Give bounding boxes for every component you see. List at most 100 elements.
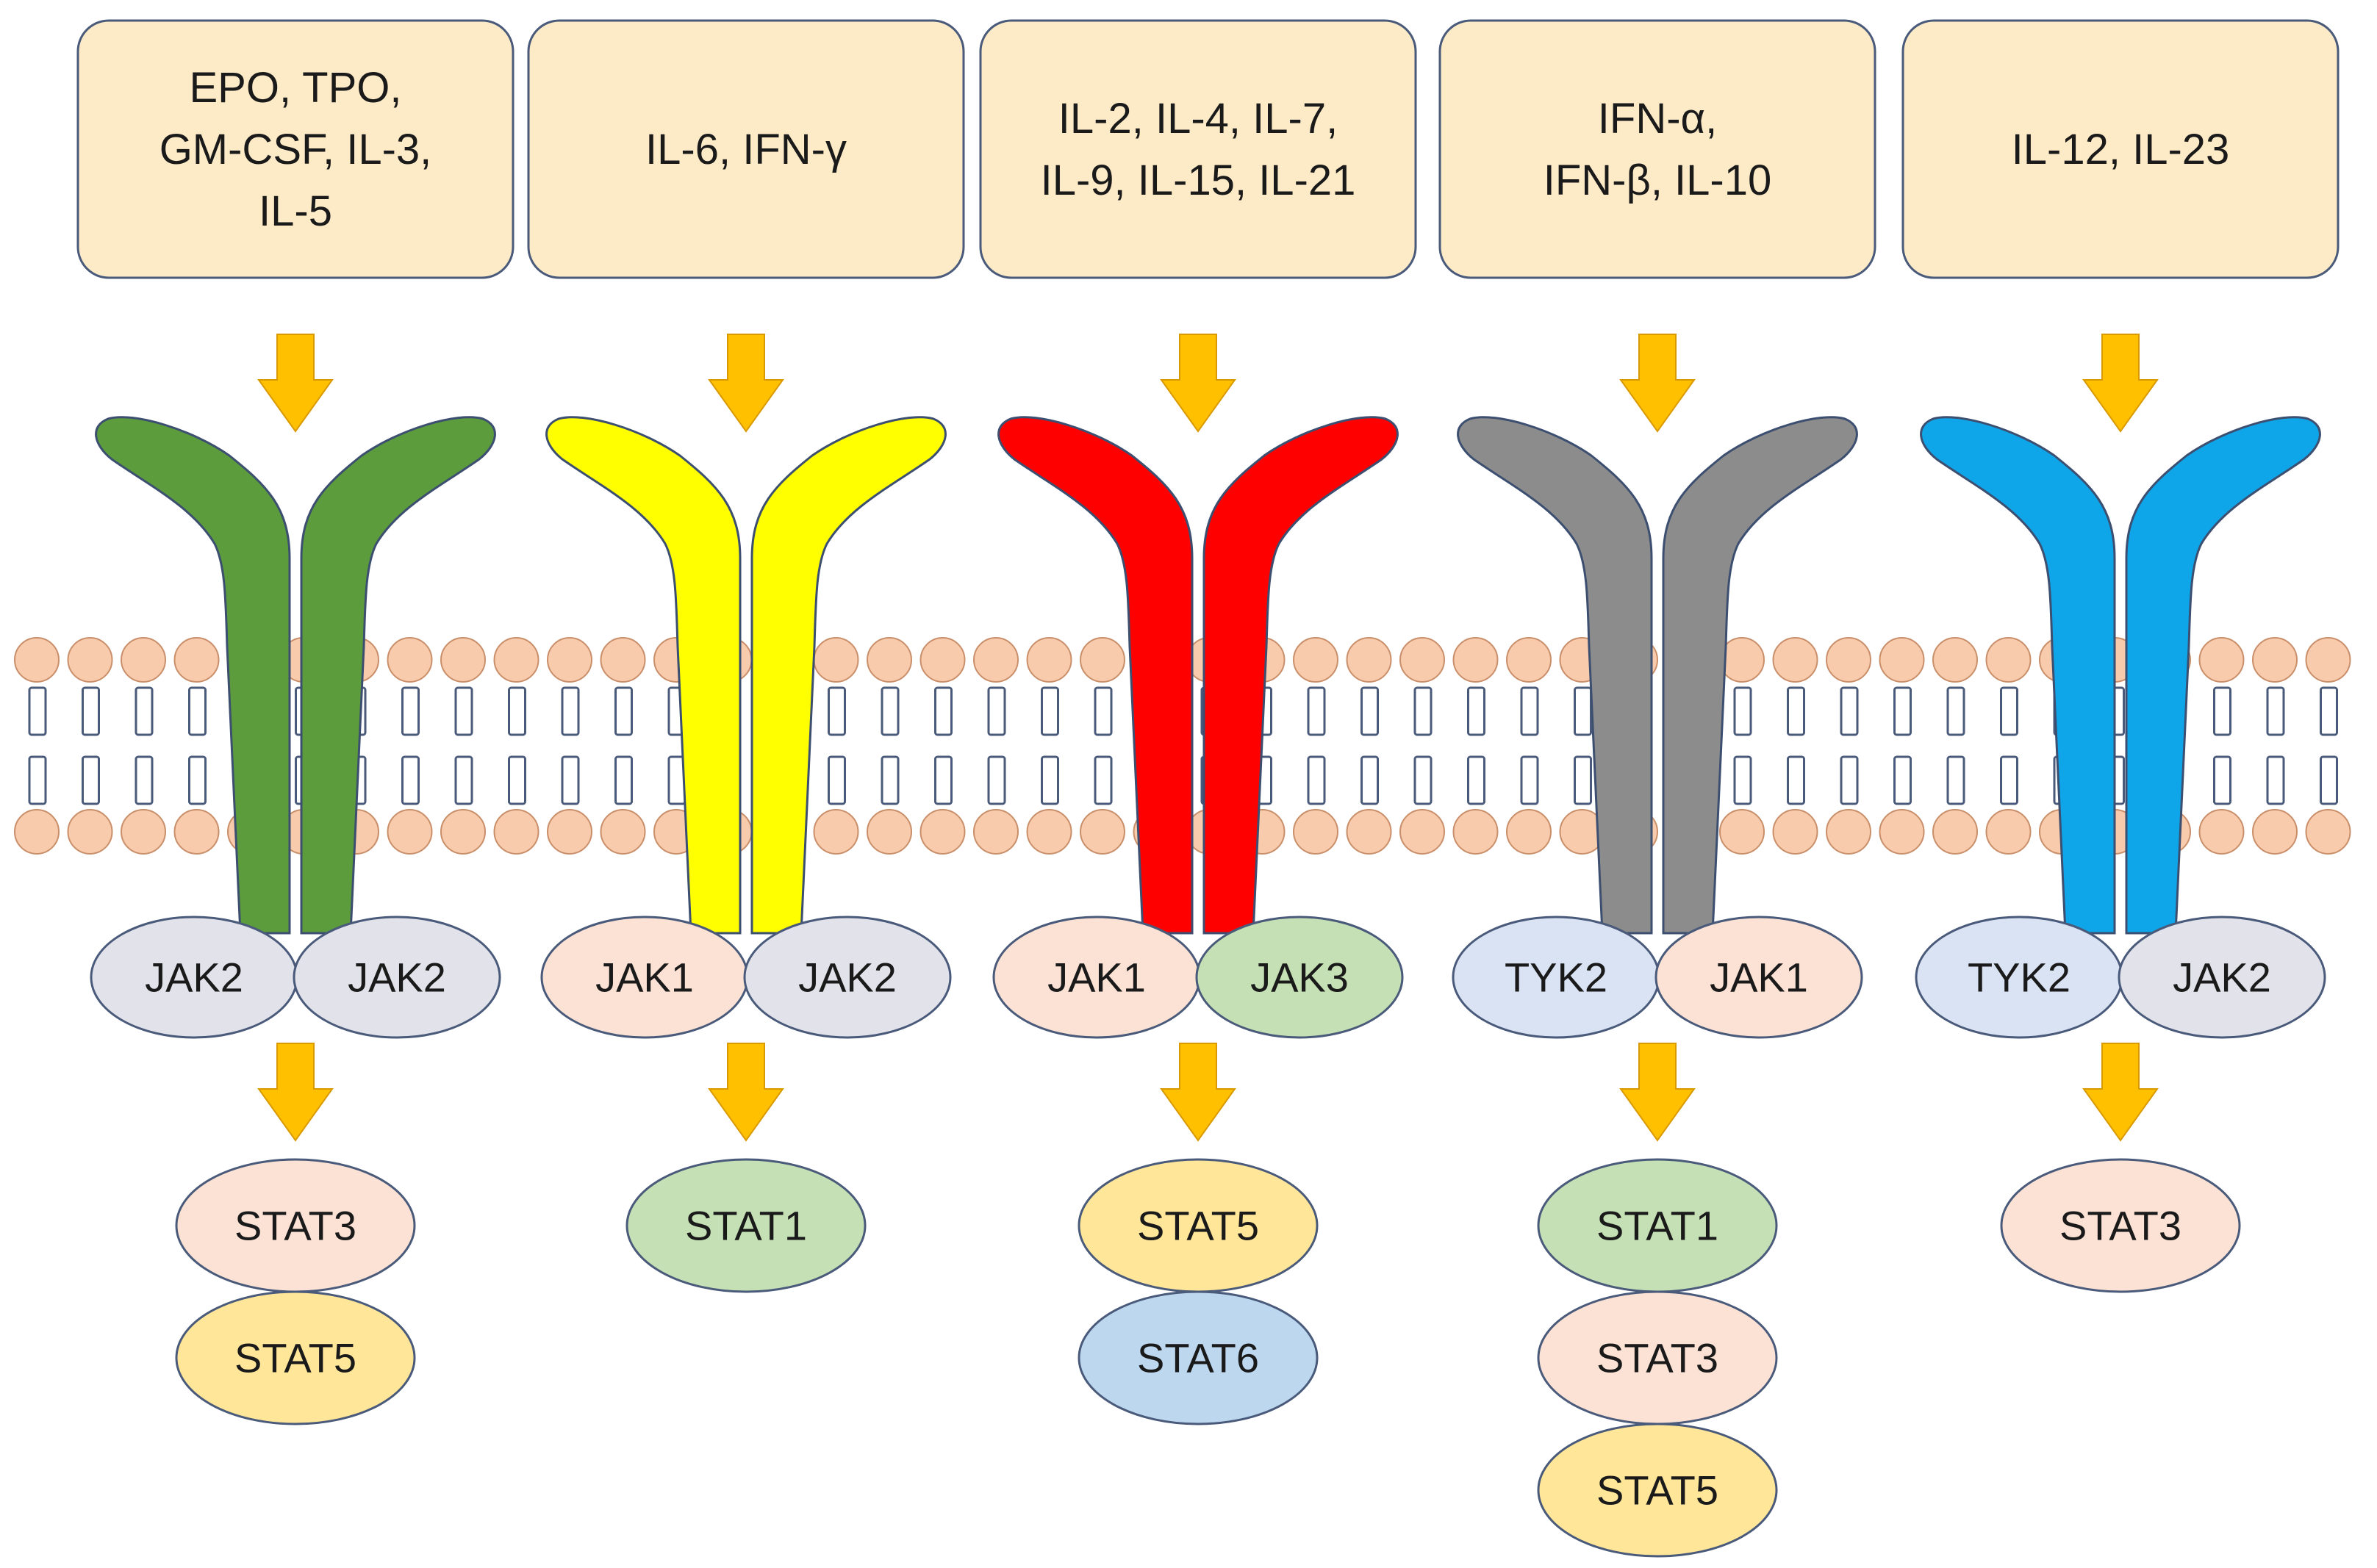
ligand-arrow bbox=[1619, 334, 1696, 433]
lipid-tail bbox=[2000, 686, 2018, 736]
ligand-box bbox=[527, 19, 965, 279]
lipid-tail bbox=[1413, 755, 1433, 805]
lipid-head bbox=[387, 637, 433, 683]
ligand-arrow bbox=[257, 334, 334, 433]
lipid-tail bbox=[1094, 755, 1113, 805]
lipid-head bbox=[1932, 809, 1978, 855]
ligand-arrow bbox=[1160, 334, 1236, 433]
lipid-tail bbox=[1360, 755, 1379, 805]
lipid-head bbox=[867, 637, 912, 683]
lipid-head bbox=[1452, 637, 1499, 683]
receptor-right-chain bbox=[1662, 416, 1858, 935]
lipid-head bbox=[1346, 809, 1392, 855]
lipid-tail bbox=[401, 755, 420, 805]
lipid-head bbox=[2252, 637, 2298, 683]
lipid-tail bbox=[1946, 686, 1965, 736]
lipid-head bbox=[1985, 809, 2032, 855]
lipid-head bbox=[1080, 637, 1125, 683]
stat-1-label: STAT3 bbox=[234, 1203, 356, 1249]
ligand-box bbox=[76, 19, 515, 279]
lipid-tail bbox=[135, 755, 154, 805]
lipid-tail bbox=[828, 686, 846, 736]
lipid-head bbox=[1293, 637, 1338, 683]
lipid-head bbox=[440, 637, 486, 683]
lipid-head bbox=[1719, 809, 1765, 855]
jak-left-label: JAK1 bbox=[595, 954, 694, 1001]
receptor-right-chain bbox=[750, 416, 947, 935]
lipid-head bbox=[173, 637, 220, 683]
lipid-head bbox=[867, 809, 912, 855]
lipid-tail bbox=[1360, 686, 1379, 736]
lipid-tail bbox=[1733, 755, 1752, 805]
receptor-left-chain bbox=[545, 416, 742, 935]
stat-3-shape bbox=[1537, 1423, 1778, 1558]
lipid-head bbox=[600, 809, 646, 855]
receptor-left-chain bbox=[95, 416, 291, 935]
lipid-head bbox=[1506, 809, 1552, 855]
stat-1-label: STAT5 bbox=[1137, 1203, 1259, 1249]
lipid-tail bbox=[508, 755, 526, 805]
lipid-head bbox=[813, 809, 859, 855]
lipid-tail bbox=[188, 755, 207, 805]
lipid-tail bbox=[934, 686, 953, 736]
lipid-head bbox=[14, 637, 60, 683]
lipid-tail bbox=[1041, 755, 1059, 805]
lipid-head bbox=[1346, 637, 1392, 683]
lipid-head bbox=[973, 637, 1019, 683]
signal-arrow bbox=[1619, 1043, 1696, 1142]
lipid-tail bbox=[454, 686, 473, 736]
stat-1-shape bbox=[625, 1158, 867, 1293]
lipid-tail bbox=[1733, 686, 1752, 736]
jak-right-label: JAK2 bbox=[798, 954, 897, 1001]
lipid-tail bbox=[1893, 686, 1912, 736]
lipid-tail bbox=[1574, 755, 1592, 805]
lipid-tail bbox=[82, 686, 100, 736]
lipid-tail bbox=[1467, 686, 1485, 736]
lipid-tail bbox=[561, 686, 580, 736]
receptor-left-chain bbox=[1457, 416, 1653, 935]
lipid-head bbox=[1399, 809, 1445, 855]
lipid-head bbox=[1772, 637, 1818, 683]
stat-2-label: STAT6 bbox=[1137, 1335, 1259, 1381]
ligand-label: IL-12, IL-23 bbox=[2012, 126, 2230, 173]
stat-1-label: STAT1 bbox=[1596, 1203, 1718, 1249]
lipid-head bbox=[2252, 809, 2298, 855]
lipid-head bbox=[2305, 637, 2351, 683]
lipid-tail bbox=[1787, 686, 1805, 736]
lipid-head bbox=[1452, 809, 1499, 855]
jak-left-label: JAK2 bbox=[145, 954, 243, 1001]
ligand-box bbox=[1901, 19, 2340, 279]
lipid-head bbox=[1879, 809, 1925, 855]
lipid-head bbox=[1026, 637, 1072, 683]
lipid-tail bbox=[987, 686, 1006, 736]
receptor-right-chain bbox=[2125, 416, 2321, 935]
lipid-head bbox=[1399, 637, 1445, 683]
lipid-tail bbox=[2320, 686, 2338, 736]
lipid-tail bbox=[401, 686, 420, 736]
lipid-head bbox=[1932, 637, 1978, 683]
jak-right-label: JAK3 bbox=[1250, 954, 1349, 1001]
lipid-tail bbox=[1307, 686, 1326, 736]
stat-2-label: STAT5 bbox=[234, 1335, 356, 1381]
lipid-head bbox=[813, 637, 859, 683]
lipid-head bbox=[547, 637, 592, 683]
receptor-right-chain bbox=[300, 416, 496, 935]
lipid-head bbox=[121, 809, 166, 855]
lipid-head bbox=[173, 809, 220, 855]
ligand-label: IL-9, IL-15, IL-21 bbox=[1041, 157, 1356, 204]
ligand-arrow bbox=[2082, 334, 2159, 433]
jak-right-shape bbox=[1195, 916, 1404, 1039]
lipid-tail bbox=[881, 755, 900, 805]
lipid-head bbox=[493, 809, 539, 855]
lipid-head bbox=[547, 809, 592, 855]
lipid-tail bbox=[614, 686, 633, 736]
stat-2-shape bbox=[1078, 1290, 1319, 1425]
lipid-head bbox=[67, 637, 113, 683]
signal-arrow bbox=[1160, 1043, 1236, 1142]
lipid-head bbox=[67, 809, 113, 855]
